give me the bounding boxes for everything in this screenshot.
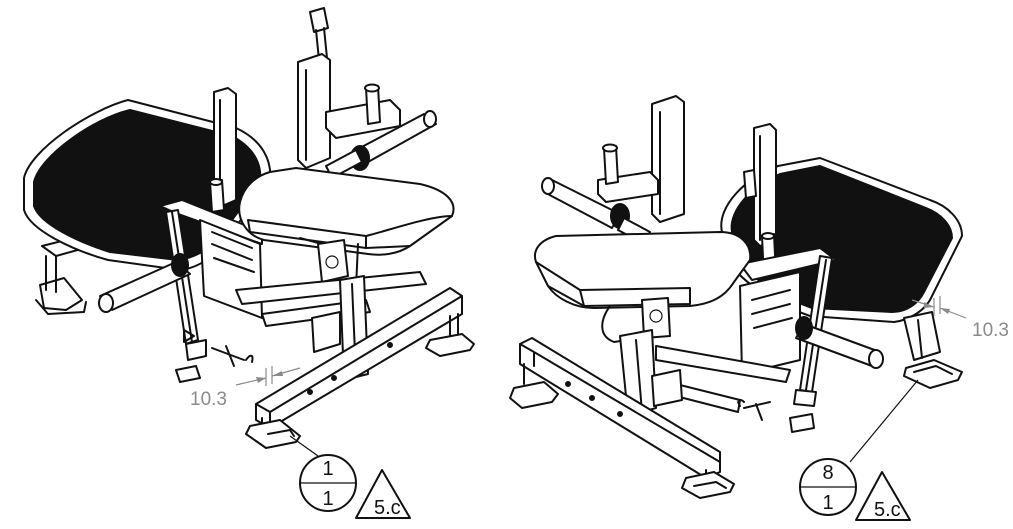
left-dimension: 10.3 [190,366,301,410]
right-callout: 8 1 5.c [799,379,919,521]
right-machine-view: 10.3 8 1 5.c [509,95,1009,521]
left-callout-bottom: 1 [322,488,333,510]
left-dimension-label: 10.3 [190,389,227,410]
right-front-beam [509,337,735,499]
left-callout-top: 1 [322,458,333,480]
right-main-frame [739,247,837,407]
left-seat [238,167,455,289]
right-callout-bottom: 1 [822,492,833,514]
right-rear-handle [541,177,651,245]
right-base-frame [619,329,815,433]
right-rear-post [597,95,685,223]
right-callout-top: 8 [822,462,833,484]
right-weld-triangle [855,471,911,521]
left-callout: 1 1 5.c [289,435,411,519]
left-rear-handle [325,110,437,179]
left-front-upright [209,87,237,213]
left-front-beam [175,287,475,449]
right-front-roller [795,316,884,369]
right-weld-label: 5.c [874,499,901,521]
right-seat [534,231,752,343]
right-dimension: 10.3 [911,296,1009,341]
left-machine-view: 10.3 1 1 5.c [23,7,475,519]
right-rear-foot [903,311,963,389]
left-rear-post [297,7,401,169]
right-dimension-label: 10.3 [972,320,1009,341]
left-front-roller [98,253,191,313]
left-weld-label: 5.c [374,497,401,519]
left-weld-triangle [355,469,411,519]
